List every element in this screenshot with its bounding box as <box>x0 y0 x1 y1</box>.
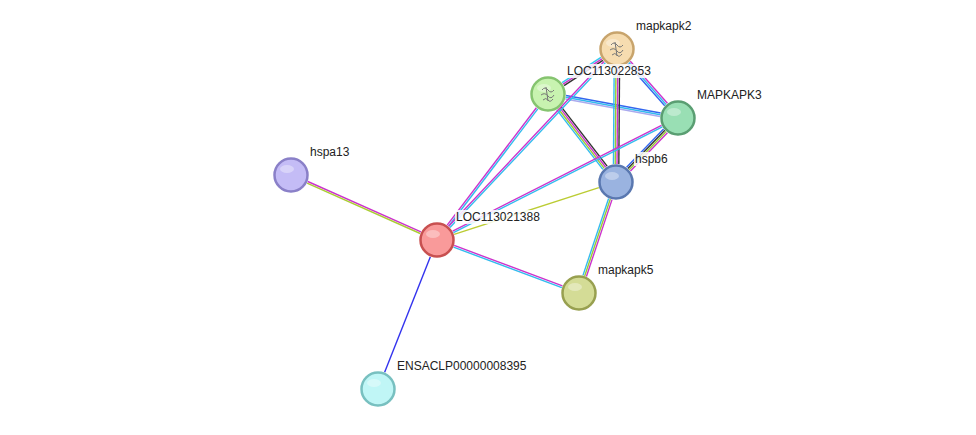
node-circle <box>561 275 597 311</box>
node-highlight <box>568 283 582 291</box>
node-circle-fill <box>421 224 454 257</box>
node-label: mapkapk2 <box>635 19 692 33</box>
node-label: LOC113022853 <box>566 64 652 78</box>
structure-icon <box>541 87 554 101</box>
evidence-line <box>560 108 606 168</box>
node-circle-fill <box>532 78 565 111</box>
evidence-line <box>454 245 562 285</box>
node-circle <box>273 157 309 193</box>
evidence-line <box>565 99 660 116</box>
protein-node: mapkapk5 <box>561 275 597 311</box>
evidence-line <box>450 63 605 228</box>
evidence-line <box>453 125 662 231</box>
structure-icon <box>610 42 623 56</box>
node-label: ENSACLP00000008395 <box>396 359 527 373</box>
protein-node: LOC113021388 <box>419 222 455 258</box>
interaction-edge <box>449 61 606 227</box>
evidence-line <box>308 181 421 231</box>
node-circle-fill <box>600 166 633 199</box>
evidence-line <box>453 127 662 233</box>
node-circle <box>660 100 696 136</box>
node-circle-fill <box>275 159 308 192</box>
node-label: hspa13 <box>309 145 350 159</box>
node-highlight <box>667 108 681 116</box>
node-circle <box>598 164 634 200</box>
node-label: MAPKAPK3 <box>696 88 763 102</box>
node-circle-fill <box>362 373 395 406</box>
node-circle-fill <box>601 33 634 66</box>
node-highlight <box>426 230 440 238</box>
interaction-edge <box>385 257 431 373</box>
evidence-line <box>566 97 661 114</box>
evidence-line <box>385 257 431 373</box>
node-highlight <box>280 165 294 173</box>
evidence-line <box>454 188 599 235</box>
interaction-edge <box>307 181 421 233</box>
interaction-edge <box>453 125 663 232</box>
node-highlight <box>367 379 381 387</box>
protein-node: ENSACLP00000008395 <box>360 371 396 407</box>
node-circle <box>530 76 566 112</box>
node-label: hspb6 <box>634 152 669 166</box>
node-highlight <box>605 172 619 180</box>
protein-node: hspa13 <box>273 157 309 193</box>
evidence-line <box>449 61 604 226</box>
evidence-line <box>454 247 562 287</box>
node-circle-fill <box>563 277 596 310</box>
node-circle <box>360 371 396 407</box>
evidence-line <box>449 109 538 226</box>
evidence-line <box>447 108 536 225</box>
protein-node: mapkapk2 <box>599 31 635 67</box>
node-label: mapkapk5 <box>597 263 654 277</box>
node-circle <box>599 31 635 67</box>
node-label: LOC113021388 <box>455 210 541 224</box>
interaction-edge <box>565 95 660 116</box>
interaction-edge <box>557 107 607 170</box>
evidence-line <box>307 183 420 233</box>
interaction-edge <box>447 108 538 226</box>
protein-node: LOC113022853 <box>530 76 566 112</box>
protein-node: MAPKAPK3 <box>660 100 696 136</box>
evidence-line <box>561 107 607 167</box>
node-circle <box>419 222 455 258</box>
node-circle-fill <box>662 102 695 135</box>
interaction-edge <box>454 188 599 235</box>
interaction-edge <box>454 245 563 287</box>
protein-node: hspb6 <box>598 164 634 200</box>
